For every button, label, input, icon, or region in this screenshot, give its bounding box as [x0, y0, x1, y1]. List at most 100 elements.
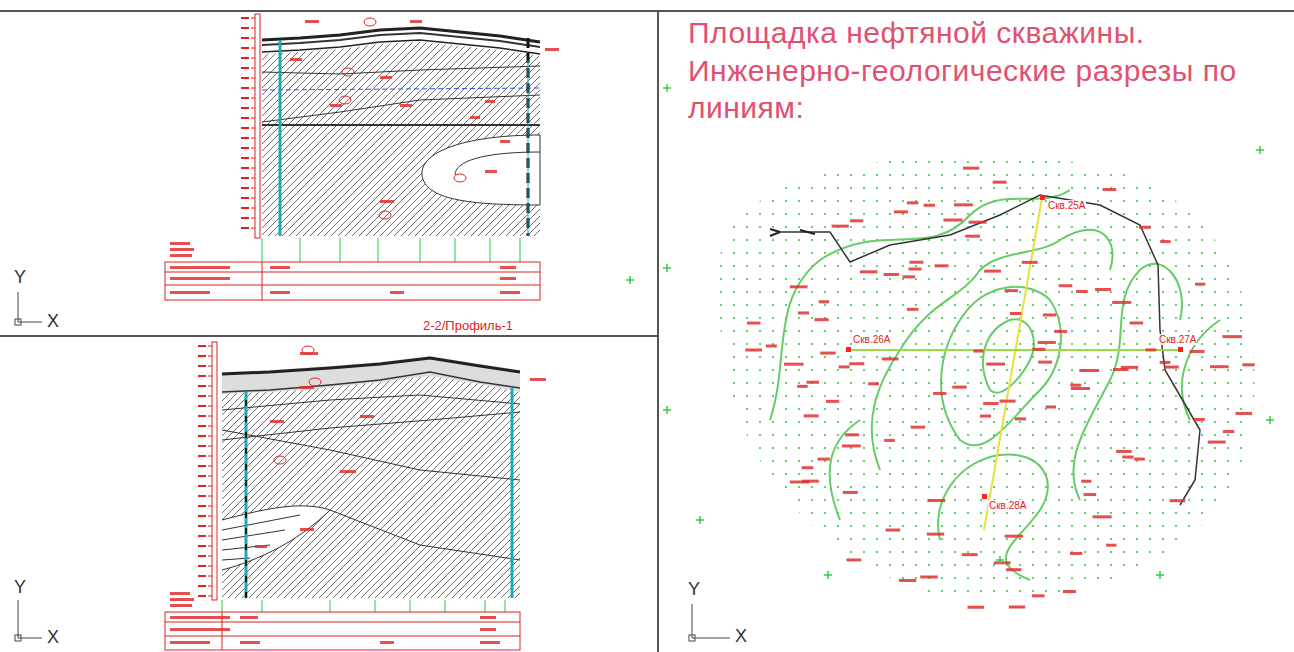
drawing-stroke [208, 516, 212, 517]
drawing-stroke [666, 84, 668, 92]
drawing-group [846, 195, 1183, 499]
drawing-stroke [1164, 366, 1178, 369]
drawing-stroke [241, 107, 249, 109]
drawing-stroke [378, 238, 379, 262]
drawing-group [745, 167, 1254, 609]
drawing-stroke [251, 38, 255, 39]
drawing-stroke [480, 616, 496, 619]
drawing-stroke [212, 342, 217, 600]
drawing-stroke [241, 127, 249, 129]
axis-label: X [734, 627, 748, 647]
drawing-stroke [545, 48, 559, 51]
drawing-stroke [967, 606, 984, 609]
drawing-stroke [262, 238, 263, 262]
axis-label: Y [687, 580, 701, 600]
drawing-stroke [520, 238, 521, 262]
drawing-stroke [1063, 590, 1076, 593]
drawing-stroke [170, 598, 194, 601]
drawing-stroke [827, 571, 829, 579]
drawing-stroke [470, 116, 480, 119]
drawing-stroke [0, 335, 658, 337]
drawing-stroke [860, 270, 877, 273]
drawing-stroke [241, 37, 249, 39]
drawing-stroke [692, 604, 730, 638]
drawing-stroke [251, 218, 255, 219]
drawing-stroke [251, 118, 255, 119]
drawing-stroke [251, 48, 255, 49]
drawing-group [222, 600, 505, 612]
drawing-stroke [1139, 226, 1151, 229]
drawing-stroke [766, 345, 777, 348]
drawing-stroke [848, 349, 1180, 351]
drawing-group [663, 84, 671, 92]
drawing-stroke [170, 628, 230, 631]
drawing-stroke [251, 188, 255, 189]
drawing-stroke [241, 217, 249, 219]
drawing-stroke [894, 210, 908, 213]
drawing-stroke [657, 11, 659, 652]
drawing-stroke [500, 291, 520, 294]
drawing-stroke [839, 365, 850, 368]
drawing-stroke [241, 17, 249, 19]
drawing-stroke [820, 352, 836, 355]
drawing-stroke [445, 600, 446, 612]
drawing-stroke [300, 238, 301, 262]
drawing-stroke [747, 322, 760, 325]
ucs-icon [15, 292, 730, 641]
drawing-stroke [485, 600, 486, 612]
drawing-stroke [241, 207, 249, 209]
drawing-stroke [907, 201, 918, 204]
drawing-stroke [198, 385, 206, 387]
drawing-stroke [170, 616, 230, 619]
drawing-stroke [251, 78, 255, 79]
drawing-stroke [1095, 288, 1111, 291]
drawing-stroke [1259, 146, 1261, 154]
drawing-stroke [208, 386, 212, 387]
drawing-stroke [262, 262, 263, 300]
drawing-stroke [270, 266, 290, 269]
drawing-stroke [1210, 365, 1229, 368]
drawing-stroke [198, 525, 206, 527]
drawing-stroke [965, 235, 980, 238]
drawing-stroke [262, 33, 540, 47]
drawing-stroke [390, 291, 404, 294]
drawing-stroke [1160, 240, 1170, 243]
drawing-stroke [790, 480, 810, 483]
drawing-stroke [1092, 515, 1111, 518]
drawing-stroke [270, 420, 284, 423]
drawing-group [696, 516, 704, 524]
drawing-stroke [241, 167, 249, 169]
drawing-stroke [241, 77, 249, 79]
drawing-stroke [262, 95, 540, 122]
drawing-stroke [1015, 417, 1026, 420]
drawing-stroke [262, 124, 540, 126]
drawing-stroke [1005, 289, 1018, 292]
drawing-group [1156, 571, 1164, 579]
drawing-stroke [935, 264, 949, 267]
drawing-stroke [700, 150, 1280, 630]
geological-section [165, 342, 520, 650]
drawing-stroke [780, 195, 1200, 505]
drawing-stroke [364, 18, 376, 26]
drawing-stroke [1195, 283, 1205, 286]
drawing-stroke [208, 426, 212, 427]
drawing-stroke [980, 415, 991, 418]
drawing-stroke [375, 600, 376, 612]
drawing-stroke [241, 197, 249, 199]
drawing-stroke [941, 287, 1061, 446]
drawing-stroke [629, 276, 631, 284]
drawing-stroke [969, 221, 987, 224]
drawing-stroke [500, 140, 510, 143]
drawing-stroke [666, 406, 668, 414]
drawing-stroke [999, 400, 1015, 403]
drawing-stroke [255, 545, 267, 548]
drawing-group [770, 190, 1220, 580]
drawing-stroke [745, 348, 762, 351]
drawing-stroke [485, 170, 497, 173]
drawing-stroke [170, 248, 194, 251]
drawing-stroke [222, 372, 520, 598]
drawing-stroke [198, 455, 206, 457]
drawing-stroke [170, 254, 192, 257]
drawing-stroke [208, 556, 212, 557]
